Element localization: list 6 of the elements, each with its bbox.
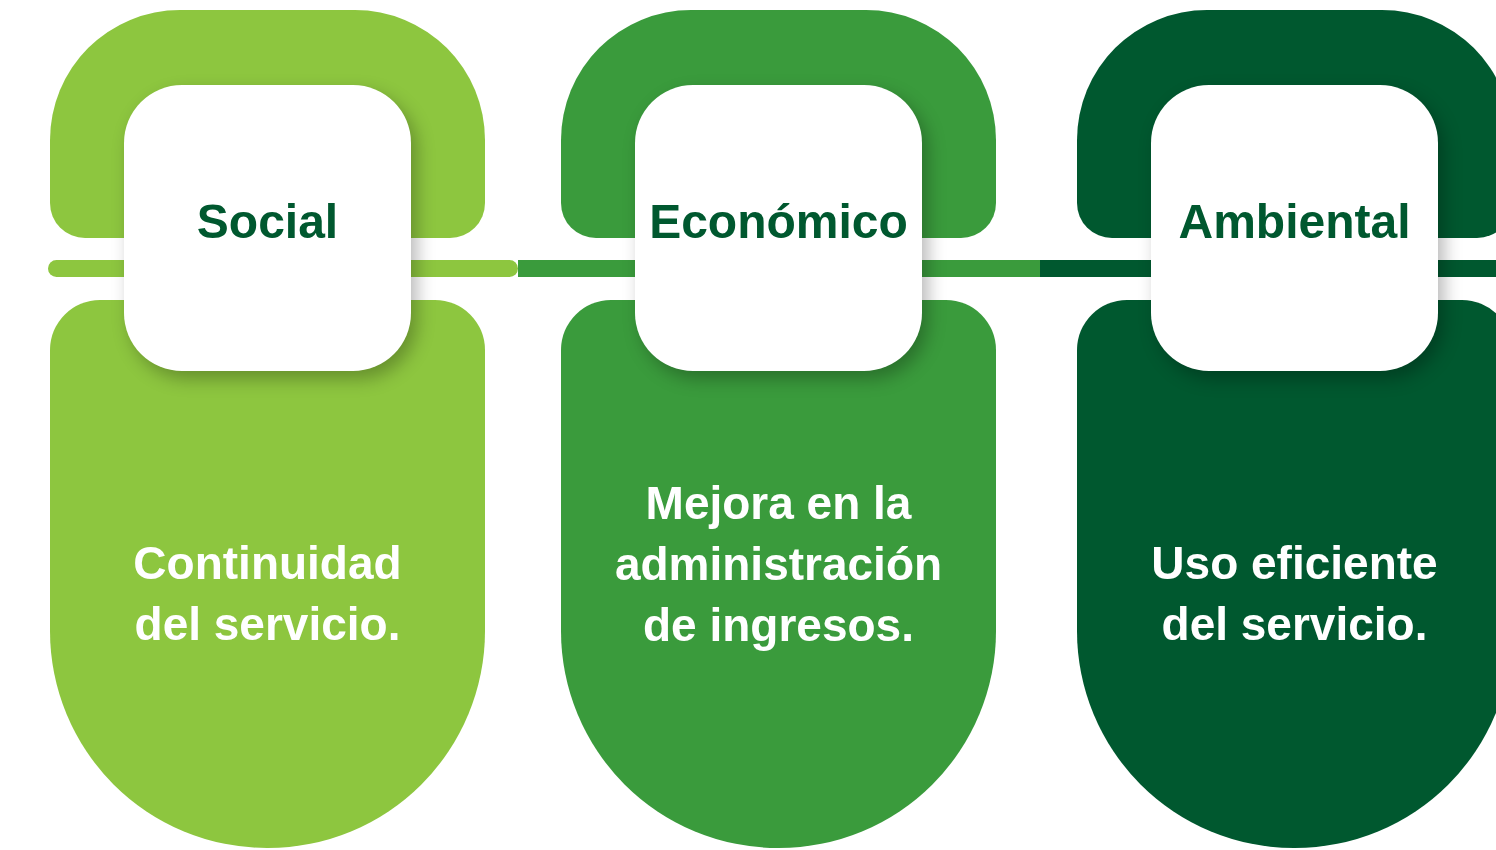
pillar-title: Social: [195, 194, 340, 249]
pillar-description: Mejora en la administración de ingresos.: [613, 475, 944, 653]
pillar-title: Económico: [648, 194, 909, 249]
pillar-description: Continuidad del servicio.: [132, 536, 403, 652]
pillar-title: Ambiental: [1177, 194, 1412, 249]
pillar-description: Uso eficiente del servicio.: [1150, 536, 1439, 652]
